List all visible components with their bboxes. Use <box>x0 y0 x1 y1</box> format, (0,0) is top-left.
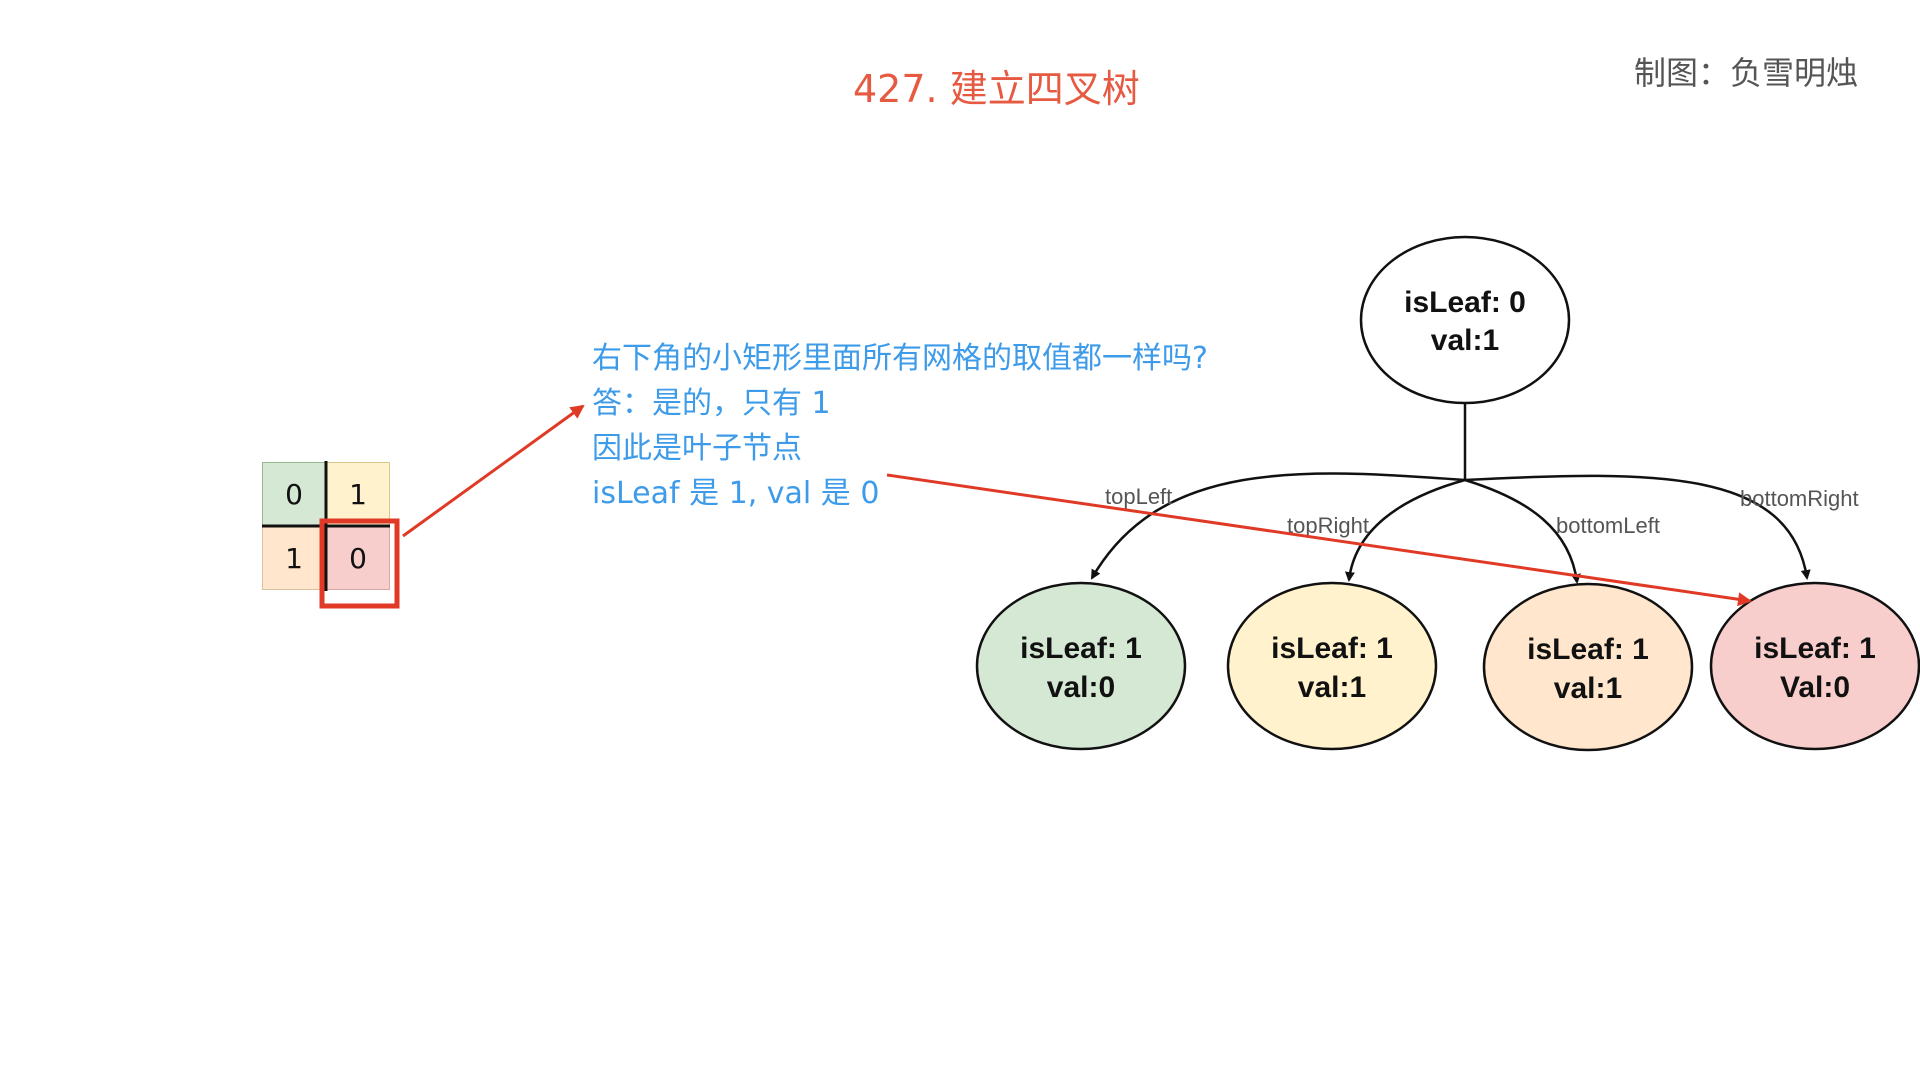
answer-line: 答：是的，只有 1 <box>592 386 831 421</box>
conclusion-line: 因此是叶子节点 <box>592 431 802 466</box>
edge-label-bottom-right: bottomRight <box>1740 486 1859 511</box>
question-line: 右下角的小矩形里面所有网格的取值都一样吗? <box>592 341 1208 376</box>
edge-label-bottom-left: bottomLeft <box>1556 513 1660 538</box>
question-annotation: 右下角的小矩形里面所有网格的取值都一样吗? 答：是的，只有 1 因此是叶子节点 … <box>592 336 1208 516</box>
root-node-label: isLeaf: 0 <box>1404 286 1526 319</box>
page-title: 427. 建立四叉树 <box>853 67 1140 111</box>
edge-top-left <box>1090 472 1466 580</box>
child-node-value: val:1 <box>1298 671 1366 704</box>
child-node-value: Val:0 <box>1780 671 1850 704</box>
child-node-label: isLeaf: 1 <box>1754 632 1876 665</box>
child-node-value: val:0 <box>1047 671 1115 704</box>
edge-label-top-right: topRight <box>1287 513 1369 538</box>
child-node-bottom-left <box>1482 582 1694 752</box>
child-node-top-right <box>1226 581 1438 751</box>
pointer-arrow-to-bottom-right-node <box>886 473 1752 607</box>
edge-top-right <box>1344 478 1466 582</box>
pointer-arrow-to-question <box>402 404 585 538</box>
child-node-value: val:1 <box>1554 672 1622 705</box>
child-node-top-left <box>975 581 1187 751</box>
root-node <box>1359 235 1571 405</box>
grid-cell-bottom-right: 0 <box>326 526 390 590</box>
highlight-box <box>319 518 400 609</box>
child-node-label: isLeaf: 1 <box>1020 632 1142 665</box>
root-node-value: val:1 <box>1431 324 1499 357</box>
grid-cell-top-right: 1 <box>326 462 390 526</box>
child-node-label: isLeaf: 1 <box>1527 633 1649 666</box>
child-node-label: isLeaf: 1 <box>1271 632 1393 665</box>
edge-bottom-right <box>1464 474 1811 580</box>
author-credit: 制图：负雪明烛 <box>1634 54 1859 92</box>
edge-bottom-left <box>1464 478 1581 584</box>
edge-label-top-left: topLeft <box>1105 484 1172 509</box>
child-node-bottom-right <box>1709 581 1920 751</box>
result-line: isLeaf 是 1, val 是 0 <box>592 476 880 511</box>
